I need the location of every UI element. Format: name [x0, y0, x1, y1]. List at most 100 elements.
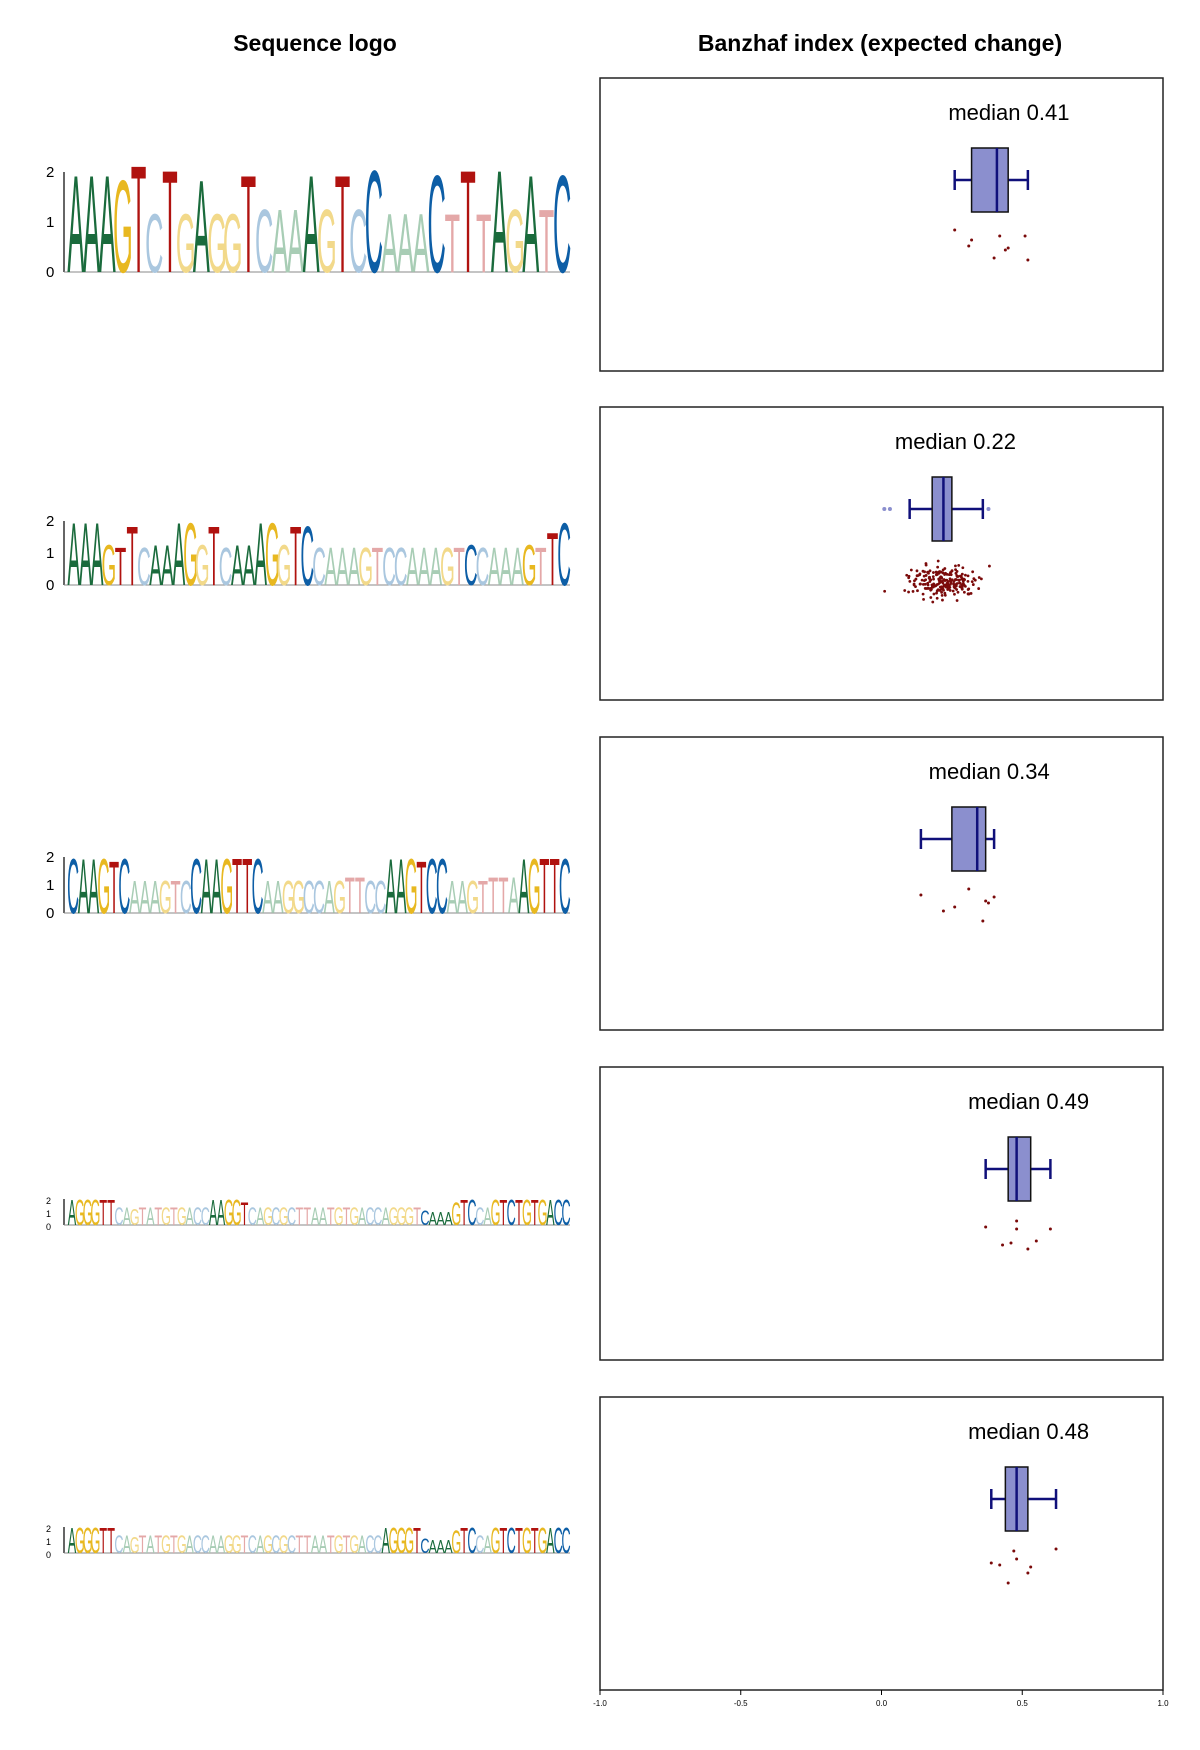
point-2-132: [943, 567, 947, 570]
logo-letter-4-53: C: [475, 1204, 484, 1232]
logo-letter-4-25: A: [256, 1204, 265, 1232]
logo-letter-4-47: A: [429, 1210, 438, 1230]
logo-letter-1-20: C: [365, 141, 383, 304]
point-2-30: [953, 592, 956, 596]
point-2-134: [954, 571, 958, 575]
logo-letter-3-7: A: [129, 872, 140, 924]
logo-letter-2-3: A: [91, 505, 104, 605]
logo-letter-5-55: G: [491, 1521, 501, 1561]
logo-letter-4-3: G: [83, 1193, 93, 1233]
logo-letter-5-50: G: [451, 1525, 461, 1561]
outlier-2-1: [887, 507, 892, 511]
logo-letter-5-15: G: [177, 1532, 187, 1560]
logo-letter-5-17: C: [193, 1532, 202, 1560]
logo-letter-2-7: C: [137, 538, 151, 597]
logo-letter-4-19: A: [209, 1193, 217, 1233]
logo-letter-5-60: T: [531, 1521, 539, 1561]
logo-letter-4-26: G: [263, 1204, 273, 1232]
box-iqr-1: [970, 147, 1009, 213]
logo-letter-3-25: C: [313, 872, 325, 924]
logo-y-tick-5-1: 1: [46, 1537, 51, 1547]
logo-letter-3-45: A: [518, 842, 529, 929]
logo-letter-1-7: T: [162, 141, 177, 304]
logo-letter-1-25: T: [445, 198, 460, 291]
logo-letter-2-29: C: [394, 538, 408, 597]
median-label-3: median 0.34: [929, 759, 1050, 784]
logo-letter-4-5: T: [99, 1193, 107, 1233]
point-3-2: [953, 905, 957, 909]
point-1-7: [1026, 258, 1030, 262]
banzhaf-index-title: Banzhaf index (expected change): [697, 30, 1063, 56]
logo-letter-3-2: A: [78, 842, 89, 929]
logo-letter-4-36: T: [343, 1204, 351, 1232]
logo-letter-4-43: G: [396, 1204, 406, 1232]
logo-letter-4-34: T: [327, 1204, 335, 1232]
banzhaf-panel-4: [599, 1066, 1164, 1361]
point-2-159: [905, 573, 909, 577]
logo-letter-4-40: C: [373, 1204, 382, 1232]
point-2-36: [908, 579, 912, 583]
logo-letter-3-21: A: [273, 872, 284, 924]
logo-letter-3-44: A: [508, 867, 519, 923]
logo-letter-5-38: A: [358, 1532, 367, 1560]
median-label-1: median 0.41: [948, 100, 1069, 125]
logo-letter-3-33: A: [395, 842, 406, 929]
logo-y-tick-1-2: 2: [46, 164, 54, 181]
point-2-20: [961, 566, 965, 570]
point-2-50: [932, 571, 935, 574]
point-3-5: [984, 899, 988, 903]
point-2-98: [922, 597, 925, 601]
point-2-70: [931, 575, 935, 579]
logo-letter-4-56: T: [499, 1193, 507, 1233]
logo-letter-2-30: A: [406, 538, 419, 597]
logo-letter-1-29: G: [505, 192, 525, 293]
point-2-71: [960, 572, 964, 576]
logo-letter-4-37: G: [349, 1204, 359, 1232]
logo-y-tick-5-2: 2: [46, 1524, 51, 1534]
logo-letter-4-44: G: [404, 1204, 414, 1232]
logo-letter-2-5: T: [115, 538, 127, 597]
logo-letter-4-57: C: [507, 1193, 516, 1233]
point-2-147: [926, 570, 930, 574]
logo-letter-3-18: T: [242, 842, 252, 929]
point-2-163: [923, 570, 926, 574]
banzhaf-panel-3: [599, 736, 1164, 1031]
logo-letter-1-3: A: [99, 148, 116, 302]
point-2-170: [943, 573, 947, 576]
point-1-2: [992, 256, 996, 260]
logo-letter-4-7: C: [114, 1204, 123, 1232]
point-2-186: [971, 570, 975, 574]
logo-letter-5-54: A: [483, 1532, 492, 1560]
logo-letter-5-59: G: [522, 1521, 532, 1561]
point-2-48: [954, 564, 957, 568]
logo-letter-3-9: A: [150, 872, 161, 924]
point-2-68: [971, 583, 975, 586]
logo-letter-2-23: A: [324, 538, 337, 597]
logo-letter-5-44: G: [404, 1521, 414, 1561]
point-3-0: [919, 893, 923, 897]
logo-letter-5-36: T: [343, 1532, 351, 1560]
point-2-153: [929, 588, 933, 592]
logo-letter-4-23: T: [241, 1197, 249, 1233]
point-2-135: [949, 573, 953, 577]
logo-letter-4-14: T: [170, 1204, 178, 1232]
logo-letter-4-59: G: [522, 1193, 532, 1233]
logo-letter-3-37: C: [436, 842, 448, 929]
logo-letter-2-15: A: [231, 534, 244, 599]
point-4-2: [1009, 1241, 1013, 1245]
logo-letter-1-24: C: [428, 148, 446, 302]
logo-letter-1-11: G: [223, 198, 243, 291]
logo-letter-5-41: A: [381, 1521, 389, 1561]
logo-letter-3-28: T: [345, 867, 355, 923]
point-2-1: [935, 591, 938, 595]
point-2-122: [903, 589, 907, 592]
point-2-119: [963, 578, 966, 582]
point-2-42: [913, 579, 916, 583]
logo-letter-3-5: T: [109, 848, 119, 929]
logo-letter-3-42: T: [488, 867, 498, 923]
logo-letter-4-15: G: [177, 1204, 187, 1232]
logo-letter-5-37: G: [349, 1532, 359, 1560]
point-2-161: [950, 569, 954, 573]
point-3-1: [941, 909, 945, 913]
